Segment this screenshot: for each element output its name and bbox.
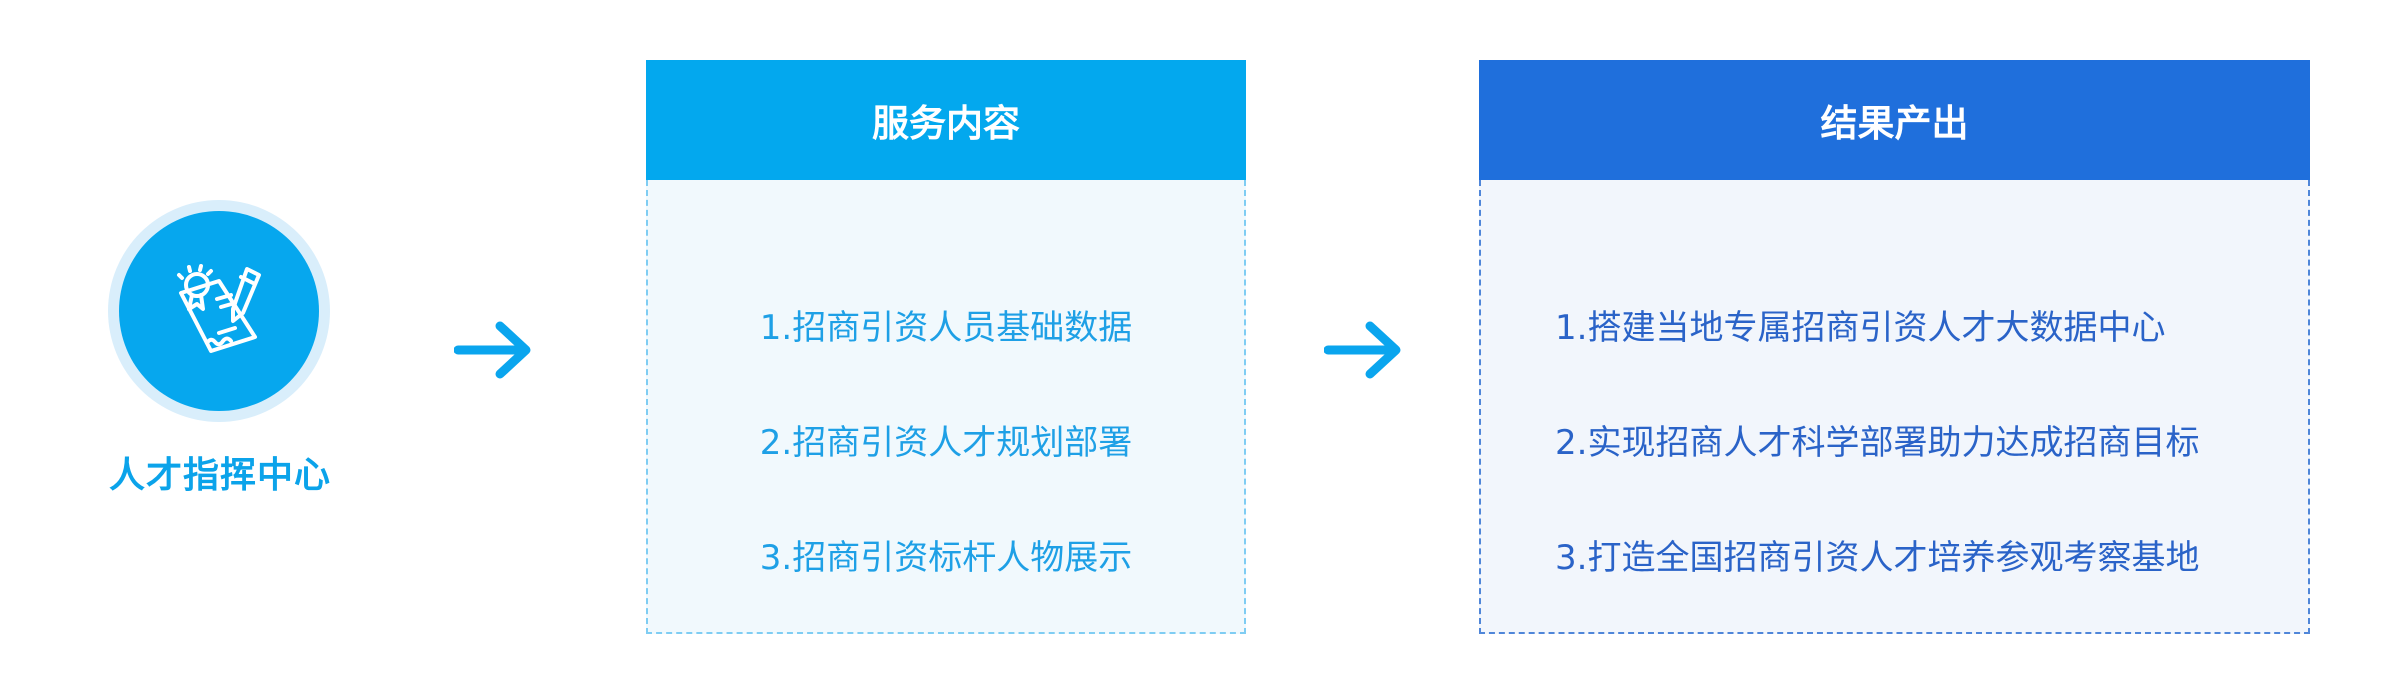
arrow-right-icon — [454, 321, 531, 379]
service-box: 服务内容 1.招商引资人员基础数据 2.招商引资人才规划部署 3.招商引资标杆人… — [646, 60, 1246, 634]
result-item-1: 1.搭建当地专属招商引资人才大数据中心 — [1555, 308, 2166, 348]
certificate-pen-icon — [177, 264, 261, 353]
result-title: 结果产出 — [1479, 60, 2310, 180]
result-box: 结果产出 1.搭建当地专属招商引资人才大数据中心 2.实现招商人才科学部署助力达… — [1479, 60, 2310, 634]
service-item-3: 3.招商引资标杆人物展示 — [759, 538, 1133, 578]
result-body: 1.搭建当地专属招商引资人才大数据中心 2.实现招商人才科学部署助力达成招商目标… — [1479, 180, 2310, 634]
hub-icon-circle — [119, 211, 319, 411]
hub-label: 人才指挥中心 — [108, 455, 331, 496]
arrow-right-icon — [1324, 321, 1401, 379]
hub-icon-ring — [108, 200, 330, 422]
result-item-2: 2.实现招商人才科学部署助力达成招商目标 — [1555, 423, 2200, 463]
service-item-2: 2.招商引资人才规划部署 — [759, 423, 1133, 463]
service-body: 1.招商引资人员基础数据 2.招商引资人才规划部署 3.招商引资标杆人物展示 — [646, 180, 1246, 634]
service-title: 服务内容 — [646, 60, 1246, 180]
result-item-3: 3.打造全国招商引资人才培养参观考察基地 — [1555, 538, 2200, 578]
service-item-1: 1.招商引资人员基础数据 — [759, 308, 1133, 348]
